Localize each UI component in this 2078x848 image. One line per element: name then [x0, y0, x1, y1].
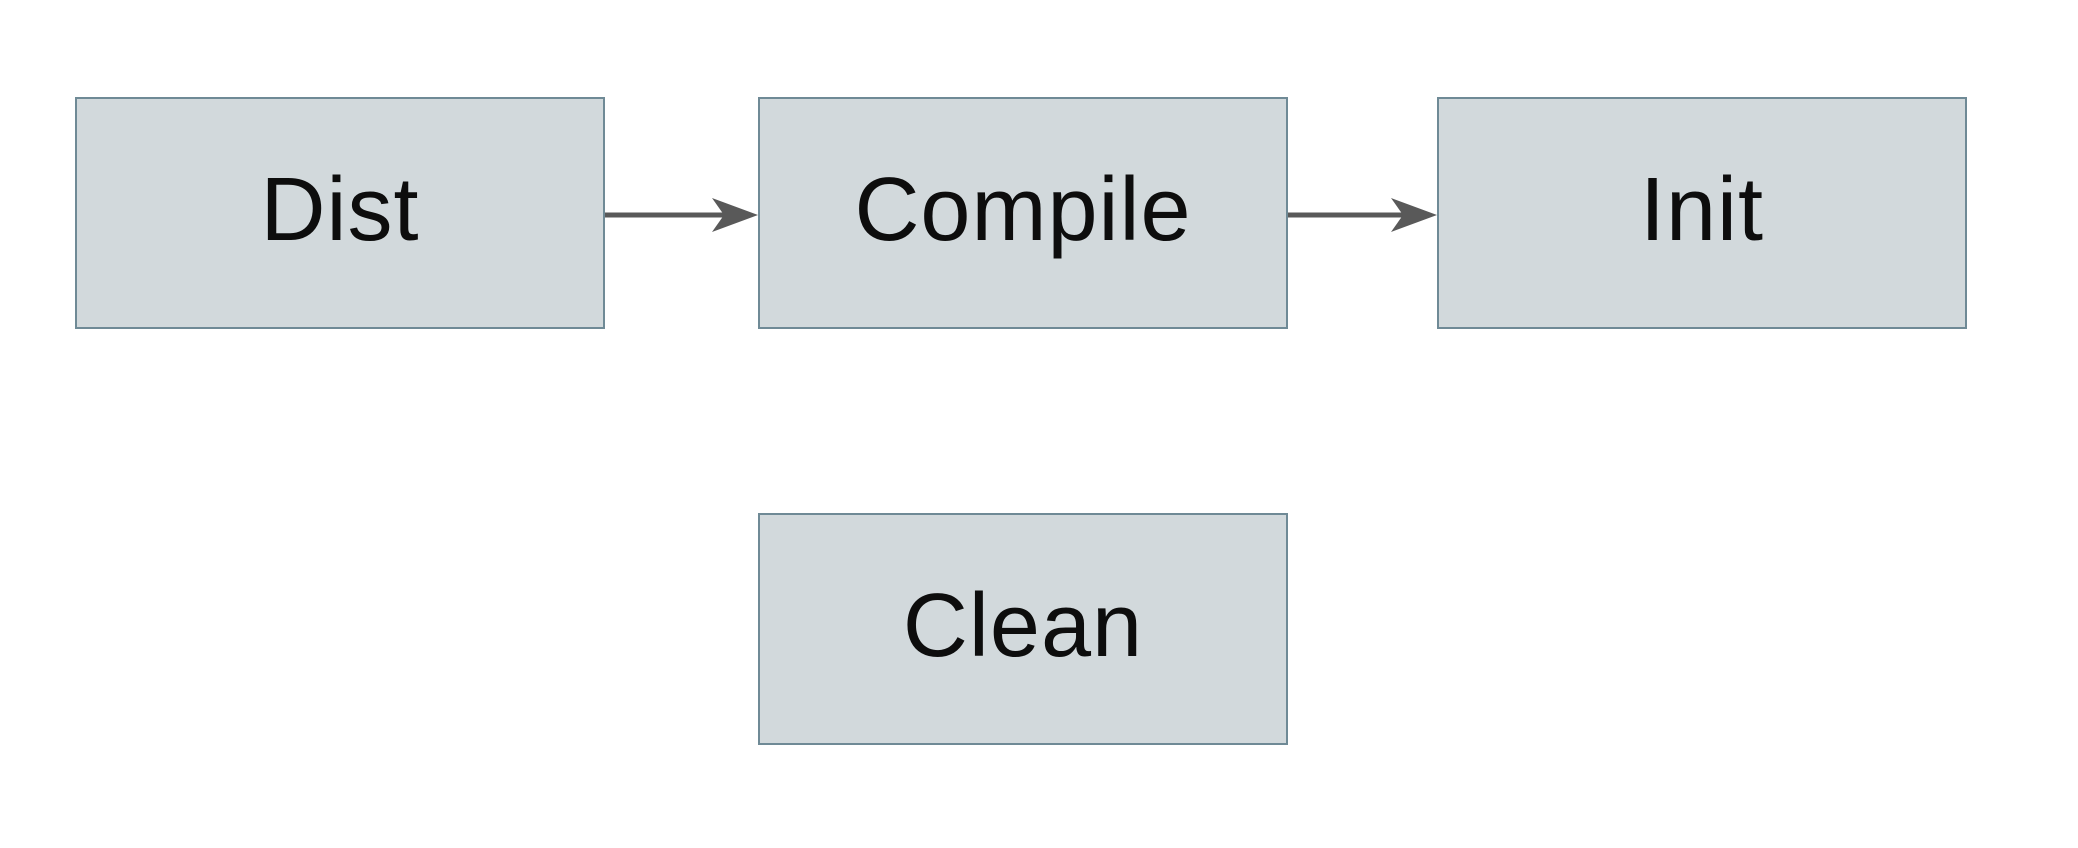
node-compile-label: Compile [854, 160, 1192, 260]
arrow-compile-to-init[interactable] [1288, 197, 1437, 233]
arrow-dist-to-compile[interactable] [605, 197, 758, 233]
node-dist[interactable]: Dist [75, 97, 605, 329]
node-init-label: Init [1639, 160, 1765, 260]
node-init[interactable]: Init [1437, 97, 1967, 329]
node-clean-label: Clean [902, 576, 1144, 676]
node-compile[interactable]: Compile [758, 97, 1288, 329]
node-dist-label: Dist [260, 160, 420, 260]
node-clean[interactable]: Clean [758, 513, 1288, 745]
